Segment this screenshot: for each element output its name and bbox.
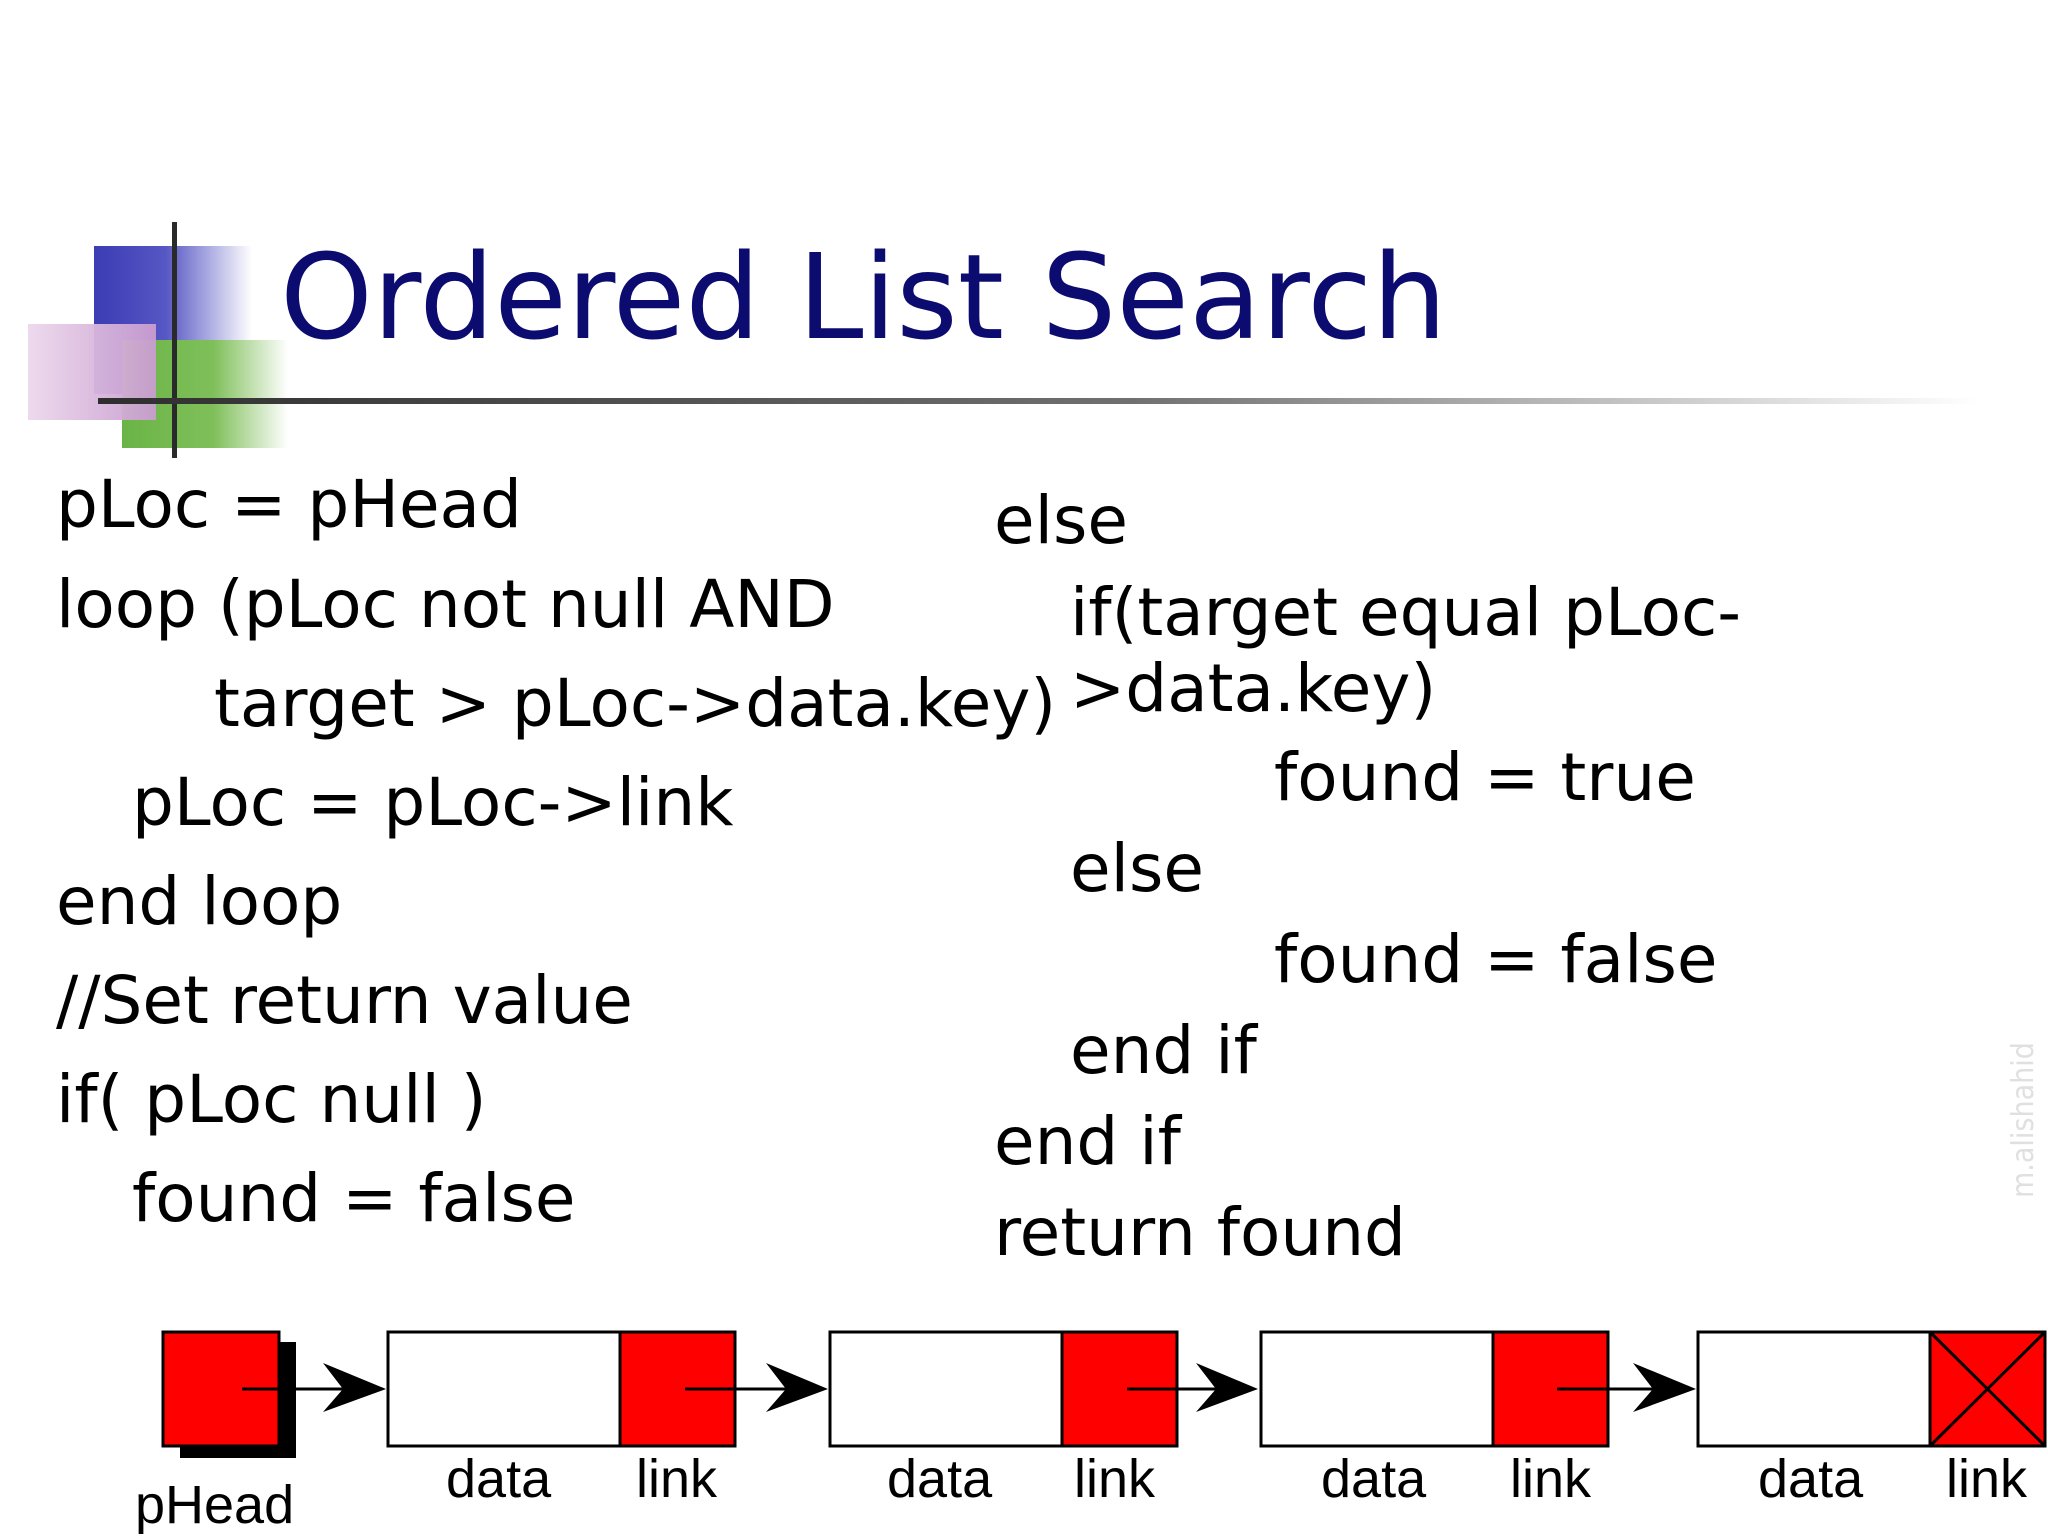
code-line: pLoc = pHead [56,466,522,543]
code-line: end loop [56,863,343,940]
code-line: return found [994,1194,1406,1271]
code-line: loop (pLoc not null AND [56,566,835,643]
node-data-field [1259,1330,1495,1448]
node-link-label: link [1510,1449,1592,1509]
node-link-label: link [1074,1449,1156,1509]
code-line: end if [1070,1012,1257,1089]
node-data-field [828,1330,1064,1448]
link-arrowhead-icon [1196,1363,1258,1412]
node-data-label: data [1758,1449,1864,1509]
node-data-label: data [887,1449,993,1509]
head-pointer-box [161,1330,281,1448]
node-link-label: link [1946,1449,2028,1509]
node-data-label: data [1321,1449,1427,1509]
slide-title: Ordered List Search [280,228,1447,366]
watermark: m.alishahid [2006,1042,2041,1198]
title-decoration-vertical-line [172,222,177,458]
title-underline [98,398,1978,404]
code-line: //Set return value [56,962,633,1039]
code-line: pLoc = pLoc->link [132,764,734,841]
code-line: >data.key) [1070,650,1437,727]
code-line: end if [994,1103,1181,1180]
code-line: if(target equal pLoc- [1070,574,1742,651]
node-data-field [1696,1330,1932,1448]
code-line: found = false [1274,921,1718,998]
link-arrowhead-icon [1633,1363,1696,1412]
node-link-label: link [636,1449,718,1509]
node-data-label: data [446,1449,552,1509]
linked-list-diagram: pHead data link data link data link data… [135,1330,2047,1535]
code-line: if( pLoc null ) [56,1061,487,1138]
head-arrowhead-icon [323,1363,386,1412]
title-decoration-pink-square [28,324,156,420]
null-cross-icon [1928,1330,2047,1448]
node-data-field [386,1330,622,1448]
head-label: pHead [135,1475,294,1535]
link-arrowhead-icon [766,1363,828,1412]
code-line: target > pLoc->data.key) [214,665,1057,742]
code-line: found = true [1274,739,1696,816]
code-line: else [1070,830,1204,907]
code-line: else [994,482,1128,559]
code-line: found = false [132,1160,576,1237]
